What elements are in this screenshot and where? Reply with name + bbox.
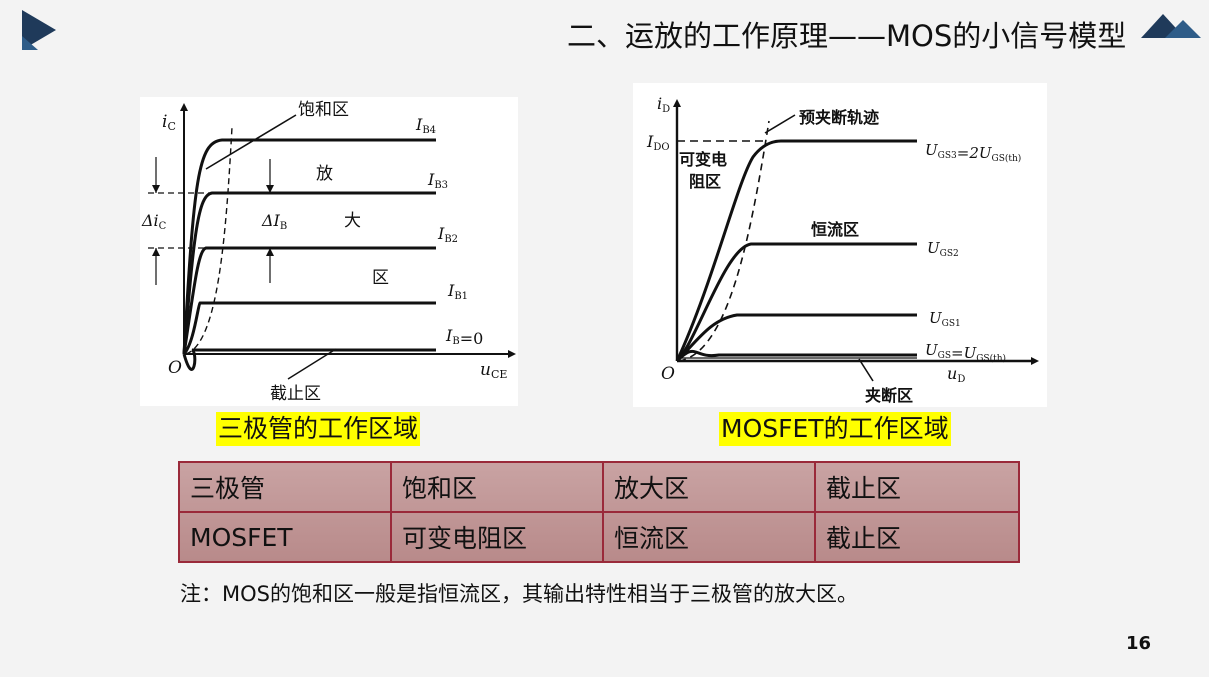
cutoff-region-label: 截止区	[270, 384, 321, 404]
slide-title: 二、运放的工作原理——MOS的小信号模型	[567, 19, 1127, 53]
mosfet-caption: MOSFET的工作区域	[719, 412, 951, 446]
delta-ib-label: ΔIB	[261, 211, 287, 232]
amplify-region-char: 放	[316, 164, 333, 184]
origin-label: O	[661, 364, 675, 384]
saturation-region-label: 饱和区	[298, 100, 349, 120]
x-axis-label: uCE	[480, 360, 507, 381]
curve-label: IB=0	[445, 326, 483, 348]
pinchoff-pointer-line	[858, 358, 874, 382]
curve-label: UGS=UGS(th)	[925, 341, 1006, 364]
table-row: 三极管 饱和区 放大区 截止区	[178, 461, 1020, 513]
table-cell: 放大区	[602, 461, 816, 513]
curve-label: UGS3=2UGS(th)	[925, 141, 1021, 164]
variable-resistor-region-label: 阻区	[689, 172, 721, 191]
x-axis-label: uD	[947, 364, 965, 385]
region-comparison-table: 三极管 饱和区 放大区 截止区 MOSFET 可变电阻区 恒流区 截止区	[178, 461, 1020, 563]
characteristic-curve	[675, 139, 917, 362]
curve-label: IB4	[415, 115, 436, 136]
y-axis-arrow-icon	[180, 103, 188, 111]
pinchoff-region-label: 夹断区	[865, 386, 913, 405]
table-cell: MOSFET	[178, 511, 392, 563]
variable-resistor-region-label: 可变电	[679, 150, 727, 169]
characteristic-curve	[182, 301, 436, 356]
characteristic-curve	[182, 246, 436, 355]
curve-label: IB2	[437, 224, 458, 245]
page-number: 16	[1126, 633, 1152, 654]
table-cell: 恒流区	[602, 511, 816, 563]
arrow-down-icon	[266, 185, 274, 193]
delta-ic-label: ΔiC	[141, 211, 167, 232]
characteristic-curve	[675, 349, 917, 363]
characteristic-curve	[182, 138, 436, 355]
y-axis-arrow-icon	[673, 99, 681, 107]
characteristic-curve	[675, 242, 917, 363]
pinchoff-trace-dashed-line	[678, 120, 770, 362]
curve-label: UGS2	[927, 239, 959, 259]
footnote: 注：MOS的饱和区一般是指恒流区，其输出特性相当于三极管的放大区。	[180, 582, 858, 606]
constant-current-region-label: 恒流区	[811, 220, 859, 239]
curve-label: UGS1	[929, 309, 961, 329]
cutoff-pointer-line	[287, 348, 337, 380]
y-axis-label: iC	[162, 112, 176, 133]
bjt-caption: 三极管的工作区域	[216, 412, 421, 446]
amplify-region-char: 大	[344, 211, 361, 231]
table-cell: 截止区	[814, 461, 1020, 513]
table-row: MOSFET 可变电阻区 恒流区 截止区	[178, 511, 1020, 563]
pinchoff-trace-label: 预夹断轨迹	[799, 108, 879, 127]
mosfet-characteristics-diagram: iD uD O IDO UGS3=2UGS(th) UGS2UGS1UGS=UGS(th)…	[646, 94, 1039, 405]
curve-label: IB1	[447, 281, 468, 302]
x-axis-arrow-icon	[1031, 357, 1039, 365]
ido-label: IDO	[646, 132, 670, 153]
arrow-down-icon	[152, 185, 160, 193]
table-cell: 截止区	[814, 511, 1020, 563]
arrow-up-icon	[152, 248, 160, 256]
mountain-logo-icon	[1141, 14, 1201, 38]
amplify-region-char: 区	[372, 268, 389, 288]
table-cell: 可变电阻区	[390, 511, 604, 563]
y-axis-label: iD	[657, 94, 670, 115]
x-axis-arrow-icon	[508, 350, 516, 358]
origin-label: O	[168, 358, 182, 378]
saturation-pointer-line	[205, 114, 297, 170]
curve-label: IB3	[427, 170, 448, 191]
table-cell: 饱和区	[390, 461, 604, 513]
characteristic-curve	[182, 348, 436, 371]
pinchoff-trace-pointer-line	[764, 114, 796, 134]
arrow-up-icon	[266, 248, 274, 256]
play-triangle-icon	[22, 10, 56, 50]
characteristic-curve	[182, 191, 436, 355]
table-cell: 三极管	[178, 461, 392, 513]
saturation-boundary-dashed-line	[185, 126, 233, 355]
